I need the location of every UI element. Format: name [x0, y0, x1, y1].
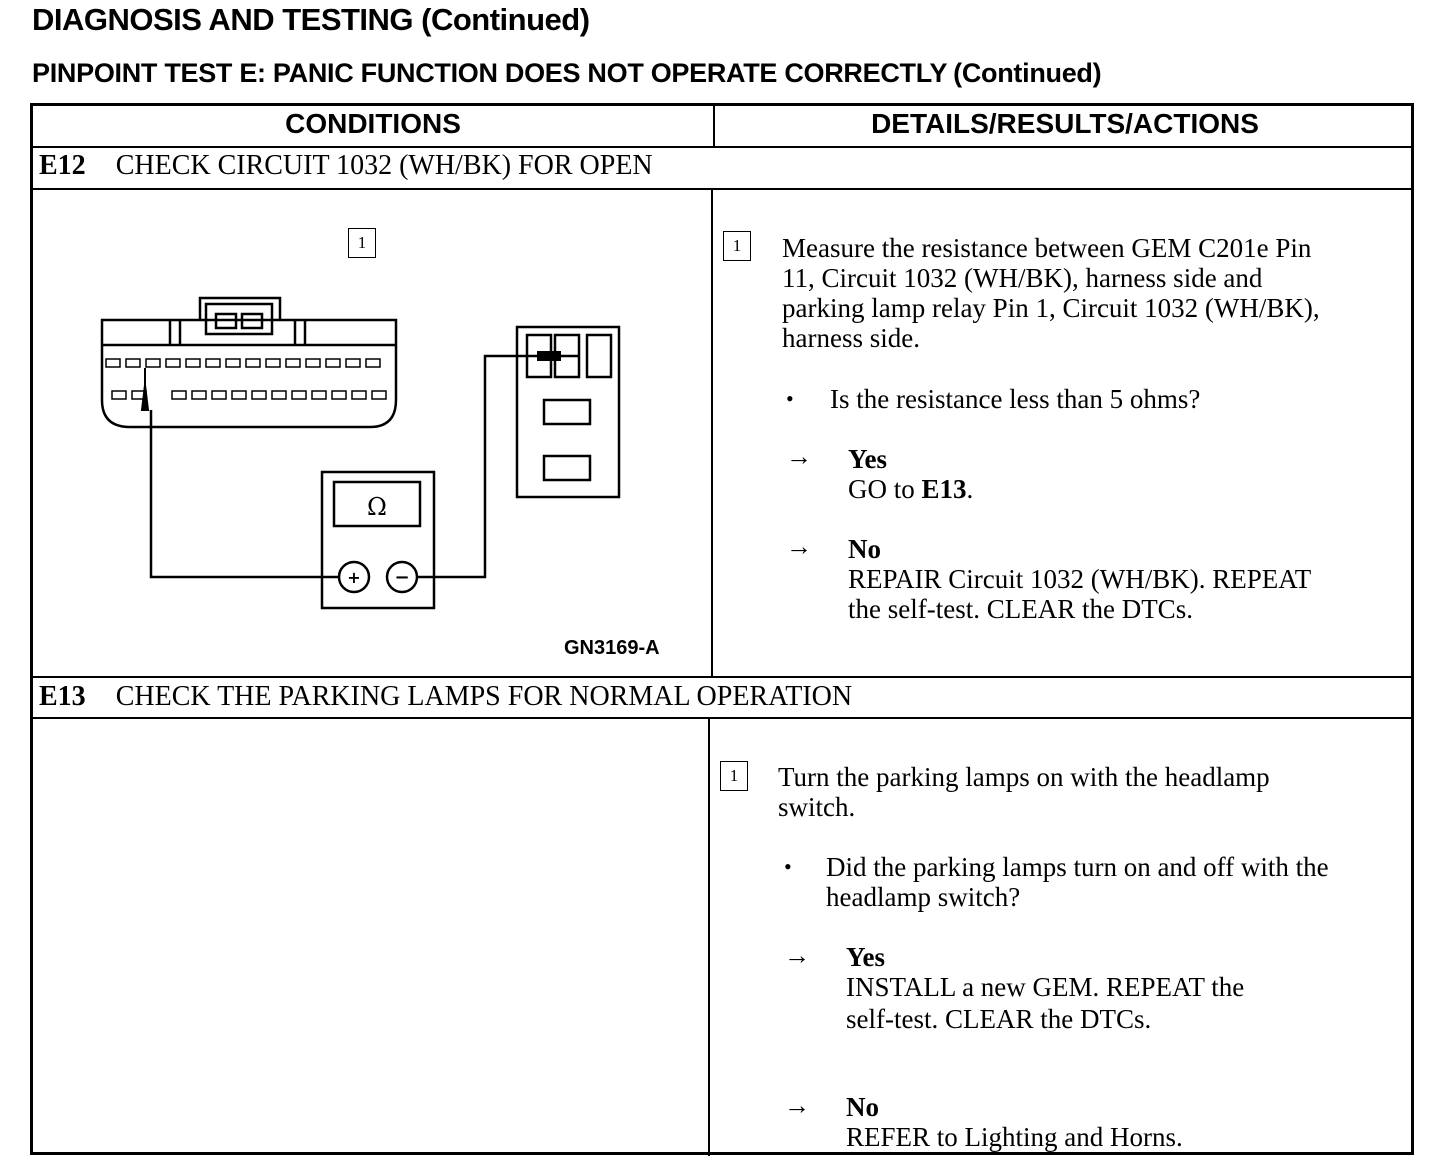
step-e13-header: E13 CHECK THE PARKING LAMPS FOR NORMAL OP… — [39, 681, 852, 713]
e13-question: Did the parking lamps turn on and off wi… — [826, 852, 1329, 912]
yes-action-suffix: . — [966, 474, 974, 504]
yes-label: Yes — [848, 444, 887, 474]
e12-yes-result: Yes GO to E13. — [848, 444, 973, 504]
page-title: DIAGNOSIS AND TESTING (Continued) — [32, 2, 590, 37]
bullet-icon: • — [786, 386, 794, 411]
step-e13-title: CHECK THE PARKING LAMPS FOR NORMAL OPERA… — [115, 681, 853, 712]
e13-instruction: Turn the parking lamps on with the headl… — [778, 762, 1398, 822]
conditions-header: CONDITIONS — [285, 108, 461, 139]
yes-action-prefix: GO to — [848, 474, 922, 504]
no-action-line: REFER to Lighting and Horns. — [846, 1122, 1183, 1152]
e13-question-line: Did the parking lamps turn on and off wi… — [826, 852, 1329, 882]
e12-column-divider — [711, 190, 713, 677]
e13-step-number: 1 — [720, 761, 748, 791]
gem-connector — [100, 318, 398, 429]
circuit-diagram: Ω + − — [100, 296, 621, 610]
minus-terminal-icon: − — [394, 567, 409, 588]
parking-lamp-relay — [515, 325, 621, 499]
ohm-symbol: Ω — [367, 493, 387, 521]
no-action-line: REPAIR Circuit 1032 (WH/BK). REPEAT — [848, 564, 1312, 594]
arrow-right-icon: → — [786, 442, 812, 471]
bullet-icon: • — [784, 854, 792, 879]
step-e13-divider — [33, 717, 1411, 719]
e12-no-result: No REPAIR Circuit 1032 (WH/BK). REPEAT t… — [848, 534, 1311, 624]
step-e13-id: E13 — [39, 681, 86, 712]
step-e13-top-divider — [33, 676, 1411, 678]
header-divider — [33, 146, 1411, 148]
plus-terminal-icon: + — [347, 568, 360, 587]
column-divider — [713, 106, 715, 147]
figure-code: GN3169-A — [564, 637, 660, 659]
arrow-right-icon: → — [786, 532, 812, 561]
no-action-line: the self-test. CLEAR the DTCs. — [848, 594, 1193, 624]
arrow-right-icon: → — [784, 1091, 810, 1120]
e13-question-line: headlamp switch? — [826, 882, 1021, 912]
e13-yes-result: Yes INSTALL a new GEM. REPEAT the self-t… — [846, 942, 1244, 1034]
e12-instruction-line: parking lamp relay Pin 1, Circuit 1032 (… — [782, 293, 1320, 323]
test-title-continued: (Continued) — [953, 58, 1102, 88]
yes-action-line: self-test. CLEAR the DTCs. — [846, 1004, 1152, 1034]
step-e12-title: CHECK CIRCUIT 1032 (WH/BK) FOR OPEN — [115, 150, 653, 181]
e12-instruction-line: harness side. — [782, 323, 920, 353]
test-leads — [149, 354, 580, 579]
no-label: No — [846, 1092, 879, 1122]
e12-instruction: Measure the resistance between GEM C201e… — [782, 233, 1402, 353]
details-header: DETAILS/RESULTS/ACTIONS — [871, 108, 1259, 139]
e12-instruction-line: 11, Circuit 1032 (WH/BK), harness side a… — [782, 263, 1263, 293]
yes-action-line: INSTALL a new GEM. REPEAT the — [846, 972, 1245, 1002]
yes-label: Yes — [846, 942, 885, 972]
e12-question: Is the resistance less than 5 ohms? — [830, 384, 1201, 414]
e13-no-result: No REFER to Lighting and Horns. — [846, 1092, 1183, 1152]
e13-column-divider — [708, 719, 710, 1156]
step-e12-header: E12 CHECK CIRCUIT 1032 (WH/BK) FOR OPEN — [39, 150, 653, 182]
step-e12-id: E12 — [39, 150, 86, 181]
test-title-text: PINPOINT TEST E: PANIC FUNCTION DOES NOT… — [32, 58, 948, 88]
e12-instruction-line: Measure the resistance between GEM C201e… — [782, 233, 1312, 263]
figure-step-number: 1 — [348, 228, 376, 258]
no-label: No — [848, 534, 881, 564]
e12-step-number: 1 — [723, 231, 751, 261]
yes-action-target: E13 — [921, 474, 967, 504]
probe-gem-pin — [140, 368, 150, 411]
test-title: PINPOINT TEST E: PANIC FUNCTION DOES NOT… — [32, 58, 1102, 89]
step-e12-divider — [33, 188, 1411, 190]
arrow-right-icon: → — [784, 941, 810, 970]
connector-latch — [198, 296, 282, 320]
e13-instruction-line: switch. — [778, 792, 856, 822]
e13-instruction-line: Turn the parking lamps on with the headl… — [778, 762, 1270, 792]
